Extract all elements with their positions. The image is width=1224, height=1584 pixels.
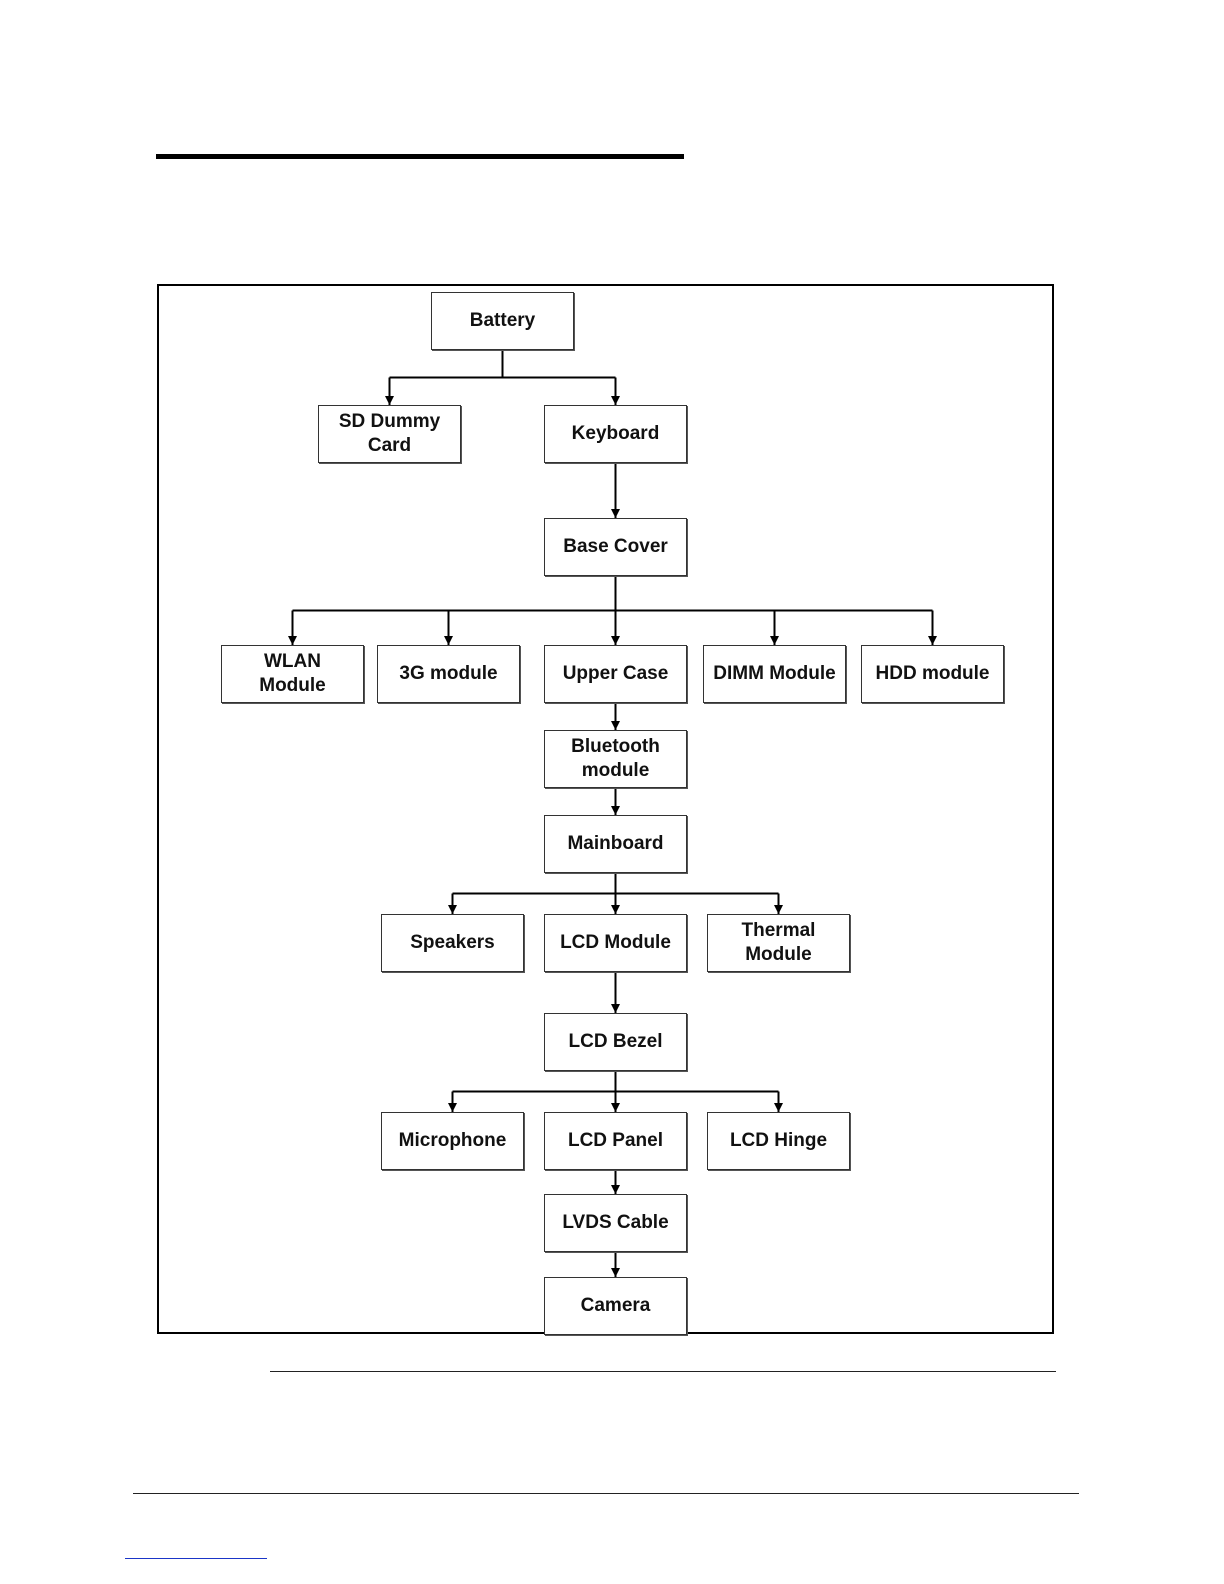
node-bluetooth-module: Bluetooth module <box>544 730 687 788</box>
node-speakers: Speakers <box>381 914 524 972</box>
node-label: DIMM Module <box>713 662 835 686</box>
node-dimm-module: DIMM Module <box>703 645 846 703</box>
node-wlan-module: WLAN Module <box>221 645 364 703</box>
node-label: LVDS Cable <box>562 1211 668 1235</box>
node-battery: Battery <box>431 292 574 350</box>
node-label: LCD Panel <box>568 1129 663 1153</box>
node-label: LCD Bezel <box>569 1030 663 1054</box>
section-rule <box>270 1371 1056 1372</box>
node-label: Bluetooth module <box>571 735 660 783</box>
node-lcd-bezel: LCD Bezel <box>544 1013 687 1071</box>
node-camera: Camera <box>544 1277 687 1335</box>
node-label: WLAN Module <box>259 650 326 698</box>
node-label: Mainboard <box>567 832 663 856</box>
node-microphone: Microphone <box>381 1112 524 1170</box>
node-label: Camera <box>581 1294 651 1318</box>
node-mainboard: Mainboard <box>544 815 687 873</box>
node-label: Base Cover <box>563 535 668 559</box>
header-rule <box>156 154 684 159</box>
node-label: Battery <box>470 309 535 333</box>
node-label: HDD module <box>876 662 990 686</box>
footer-rule <box>133 1493 1079 1494</box>
node-keyboard: Keyboard <box>544 405 687 463</box>
node-label: Microphone <box>399 1129 507 1153</box>
node-hdd-module: HDD module <box>861 645 1004 703</box>
node-thermal-module: Thermal Module <box>707 914 850 972</box>
node-label: LCD Module <box>560 931 671 955</box>
node-label: SD Dummy Card <box>339 410 440 458</box>
node-base-cover: Base Cover <box>544 518 687 576</box>
node-label: LCD Hinge <box>730 1129 827 1153</box>
node-label: 3G module <box>399 662 497 686</box>
node-lcd-module: LCD Module <box>544 914 687 972</box>
node-label: Speakers <box>410 931 495 955</box>
node-label: Thermal Module <box>742 919 816 967</box>
footer-link-underline <box>125 1558 267 1559</box>
node-lcd-hinge: LCD Hinge <box>707 1112 850 1170</box>
node-upper-case: Upper Case <box>544 645 687 703</box>
node-sd-dummy-card: SD Dummy Card <box>318 405 461 463</box>
node-lcd-panel: LCD Panel <box>544 1112 687 1170</box>
node-lvds-cable: LVDS Cable <box>544 1194 687 1252</box>
node-label: Keyboard <box>572 422 660 446</box>
node-label: Upper Case <box>563 662 669 686</box>
node-3g-module: 3G module <box>377 645 520 703</box>
